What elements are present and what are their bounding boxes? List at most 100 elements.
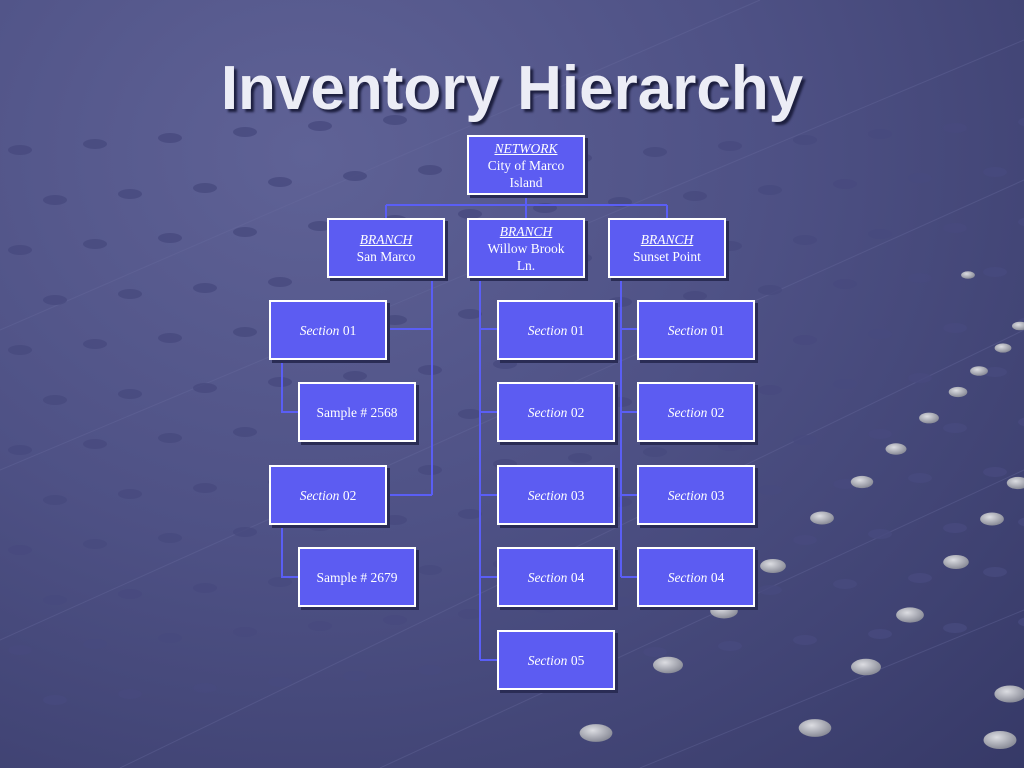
background-dot <box>418 165 442 175</box>
background-dot <box>43 595 67 605</box>
background-dot <box>793 135 817 145</box>
node-branch-willow-brook: BRANCH Willow Brook Ln. <box>467 218 585 278</box>
section-keyword: Section <box>527 652 568 668</box>
background-dot <box>868 329 892 339</box>
background-dot <box>994 685 1024 703</box>
background-dot <box>383 515 407 525</box>
background-dot <box>908 273 932 283</box>
background-dot <box>793 335 817 345</box>
background-dot <box>458 509 482 519</box>
background-dot <box>948 386 968 398</box>
node-san-marco-section-02: Section 02 <box>269 465 387 525</box>
background-dot <box>758 185 782 195</box>
background-dot <box>683 191 707 201</box>
background-dot <box>418 665 442 675</box>
background-dot <box>868 229 892 239</box>
node-willow-brook-section-05: Section 05 <box>497 630 615 690</box>
background-dot <box>943 423 967 433</box>
background-dot <box>868 629 892 639</box>
background-dot <box>343 171 367 181</box>
background-dot <box>83 239 107 249</box>
background-dot <box>908 373 932 383</box>
background-dot <box>810 511 834 525</box>
section-number: 02 <box>710 404 725 420</box>
background-dot <box>919 412 939 424</box>
background-dot <box>8 145 32 155</box>
background-dot <box>1018 117 1024 127</box>
background-dot <box>233 427 257 437</box>
background-dot <box>793 235 817 245</box>
background-dot <box>568 453 592 463</box>
section-keyword: Section <box>667 322 708 338</box>
background-guide-line <box>0 0 761 331</box>
background-dot <box>833 379 857 389</box>
node-willow-brook-section-01: Section 01 <box>497 300 615 360</box>
background-dot <box>961 271 975 279</box>
background-dot <box>983 267 1007 277</box>
background-dot <box>383 615 407 625</box>
section-keyword: Section <box>667 569 708 585</box>
background-dot <box>118 389 142 399</box>
connector-section2-sample <box>281 524 299 578</box>
node-name-line: San Marco <box>356 249 416 264</box>
background-dot <box>8 545 32 555</box>
background-dot <box>710 603 738 619</box>
background-dot <box>193 283 217 293</box>
section-keyword: Section <box>527 404 568 420</box>
background-dot <box>758 585 782 595</box>
section-number: 01 <box>570 322 585 338</box>
node-name-line: City of Marco <box>487 157 565 173</box>
background-dot <box>943 623 967 633</box>
section-number: 03 <box>570 487 585 503</box>
background-dot <box>868 129 892 139</box>
background-dot <box>943 323 967 333</box>
background-dot <box>718 141 742 151</box>
background-dot <box>1018 417 1024 427</box>
background-dot <box>458 209 482 219</box>
background-dot <box>885 443 907 455</box>
background-dot <box>233 627 257 637</box>
background-dot <box>343 371 367 381</box>
slide-title: Inventory Hierarchy <box>220 54 804 123</box>
background-dot <box>158 133 182 143</box>
section-keyword: Section <box>527 487 568 503</box>
background-dot <box>43 495 67 505</box>
background-dot <box>8 245 32 255</box>
background-dot <box>118 189 142 199</box>
background-dot <box>8 345 32 355</box>
background-dot <box>980 512 1004 526</box>
background-dot <box>158 333 182 343</box>
background-dot <box>118 289 142 299</box>
background-dot <box>851 658 881 676</box>
node-name-line: Sunset Point <box>633 249 701 264</box>
background-dot <box>158 233 182 243</box>
background-dot <box>833 579 857 589</box>
background-dot <box>850 475 874 489</box>
background-dot <box>418 465 442 475</box>
node-willow-brook-section-02: Section 02 <box>497 382 615 442</box>
background-dot <box>908 473 932 483</box>
background-dot <box>943 523 967 533</box>
background-dot <box>43 295 67 305</box>
background-dot <box>943 223 967 233</box>
background-dot <box>268 377 292 387</box>
node-name-line: Island <box>509 174 543 190</box>
background-dot <box>896 607 924 623</box>
section-number: 03 <box>710 487 725 503</box>
background-dot <box>158 433 182 443</box>
background-dot <box>868 529 892 539</box>
background-dot <box>383 115 407 125</box>
section-number: 04 <box>570 569 585 585</box>
node-type-label: BRANCH <box>640 232 694 247</box>
background-dot <box>43 395 67 405</box>
section-keyword: Section <box>299 487 340 503</box>
background-dot <box>8 445 32 455</box>
section-keyword: Section <box>667 487 708 503</box>
background-dot <box>233 227 257 237</box>
background-dot <box>643 647 667 657</box>
background-dot <box>8 645 32 655</box>
section-number: 05 <box>570 652 585 668</box>
background-dot <box>118 689 142 699</box>
node-network: NETWORK City of Marco Island <box>467 135 585 195</box>
